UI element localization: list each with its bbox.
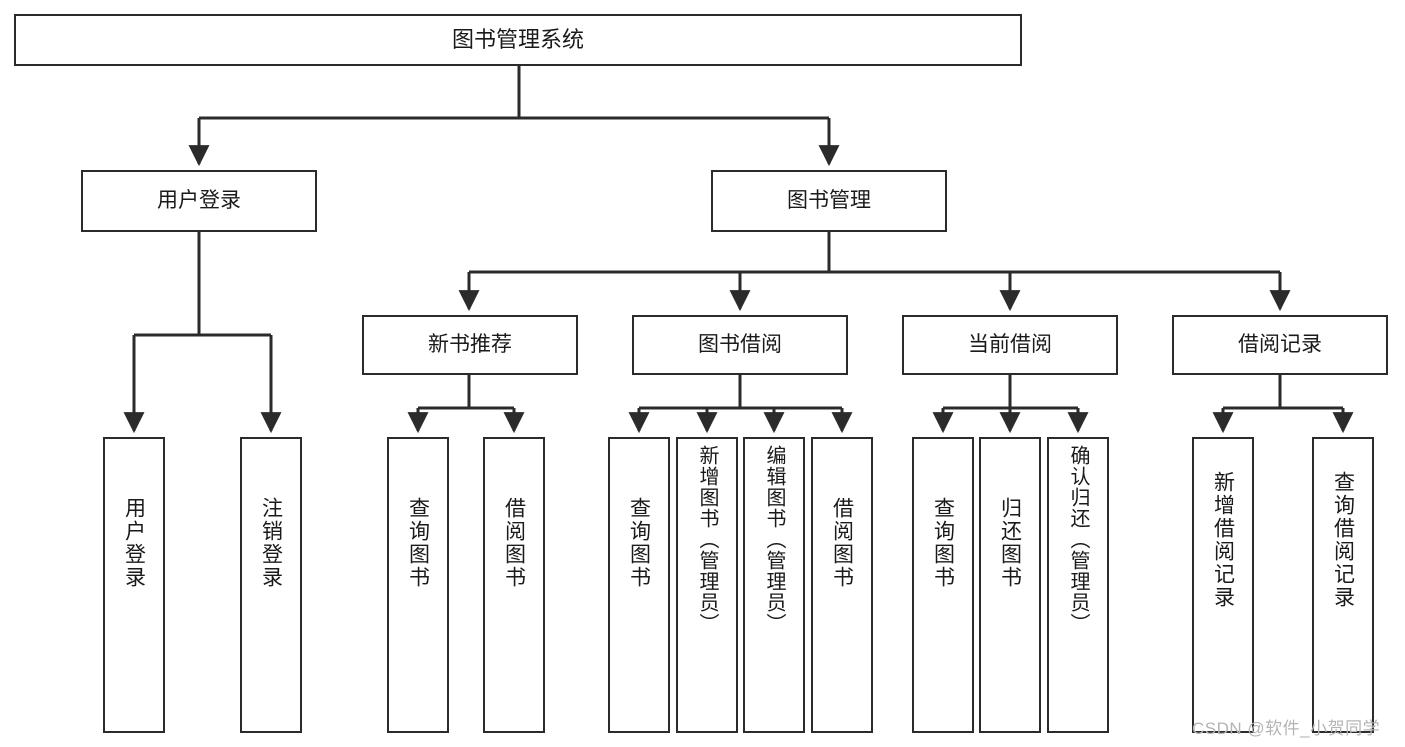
node-label: 图书借阅 xyxy=(698,332,782,356)
node-root-book-management-system[interactable]: 图书管理系统 xyxy=(14,14,1022,66)
node-user-login[interactable]: 用户登录 xyxy=(81,170,317,232)
node-label: 注销登录 xyxy=(259,497,283,589)
leaf-borrow-query-books[interactable]: 查询图书 xyxy=(608,437,670,733)
node-label: 归还图书 xyxy=(998,497,1022,589)
node-label: 图书管理 xyxy=(787,188,871,212)
node-label: 当前借阅 xyxy=(968,332,1052,356)
leaf-current-query-books[interactable]: 查询图书 xyxy=(912,437,974,733)
node-label: 图书管理系统 xyxy=(451,27,584,53)
leaf-new-book-borrow-books[interactable]: 借阅图书 xyxy=(483,437,545,733)
node-current-borrowing[interactable]: 当前借阅 xyxy=(902,315,1118,375)
node-label: 新增图书（管理员） xyxy=(696,445,718,634)
leaf-borrow-borrow-books[interactable]: 借阅图书 xyxy=(811,437,873,733)
node-label: 编辑图书（管理员） xyxy=(763,445,785,634)
leaf-user-login[interactable]: 用户登录 xyxy=(103,437,165,733)
node-new-book-recommendation[interactable]: 新书推荐 xyxy=(362,315,578,375)
node-label: 借阅图书 xyxy=(502,497,526,589)
node-label: 新增借阅记录 xyxy=(1211,471,1235,609)
leaf-logout[interactable]: 注销登录 xyxy=(240,437,302,733)
leaf-borrow-add-book-admin[interactable]: 新增图书（管理员） xyxy=(676,437,738,733)
leaf-current-confirm-return-admin[interactable]: 确认归还（管理员） xyxy=(1047,437,1109,733)
node-book-borrowing[interactable]: 图书借阅 xyxy=(632,315,848,375)
node-label: 确认归还（管理员） xyxy=(1067,445,1089,634)
leaf-current-return-books[interactable]: 归还图书 xyxy=(979,437,1041,733)
leaf-records-add-record[interactable]: 新增借阅记录 xyxy=(1192,437,1254,733)
node-borrowing-records[interactable]: 借阅记录 xyxy=(1172,315,1388,375)
node-label: 用户登录 xyxy=(157,188,241,212)
node-label: 查询图书 xyxy=(627,497,651,589)
leaf-records-query-record[interactable]: 查询借阅记录 xyxy=(1312,437,1374,733)
node-label: 查询图书 xyxy=(406,497,430,589)
node-label: 借阅记录 xyxy=(1238,332,1322,356)
node-label: 查询图书 xyxy=(931,497,955,589)
node-label: 借阅图书 xyxy=(830,497,854,589)
node-label: 用户登录 xyxy=(122,497,146,589)
leaf-new-book-query-books[interactable]: 查询图书 xyxy=(387,437,449,733)
leaf-borrow-edit-book-admin[interactable]: 编辑图书（管理员） xyxy=(743,437,805,733)
node-label: 新书推荐 xyxy=(428,332,512,356)
node-book-management[interactable]: 图书管理 xyxy=(711,170,947,232)
csdn-watermark: CSDN @软件_小贺同学 xyxy=(1192,719,1381,738)
node-label: 查询借阅记录 xyxy=(1331,471,1355,609)
